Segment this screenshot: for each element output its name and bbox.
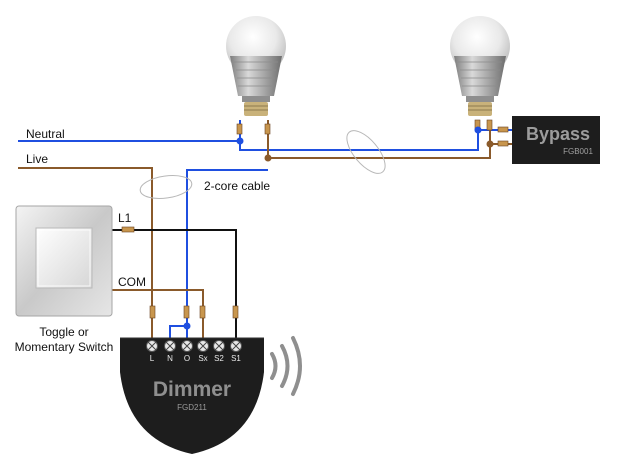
- bypass-model: FGB001: [563, 147, 593, 156]
- terminal-label-n: N: [167, 354, 173, 363]
- dimmer-module: [120, 337, 264, 454]
- switch-label-line2: Momentary Switch: [15, 340, 114, 354]
- switch-label-line1: Toggle or: [39, 325, 88, 339]
- cable-label: 2-core cable: [204, 179, 270, 193]
- terminal-label-o: O: [184, 354, 190, 363]
- l1-label: L1: [118, 211, 132, 225]
- light-bulb-2: [450, 16, 510, 116]
- light-bulb-1: [226, 16, 286, 116]
- com-wire: [112, 289, 204, 340]
- dimmer-output-wire: [186, 169, 268, 340]
- cable-bundle-marker: [139, 175, 193, 199]
- wall-switch: [15, 205, 113, 317]
- live-wire: [18, 167, 153, 340]
- bypass-name: Bypass: [526, 124, 590, 144]
- wireless-signal-icon: [270, 336, 302, 396]
- l1-wire: [112, 229, 237, 340]
- terminal-label-s1: S1: [231, 354, 241, 363]
- lamp-live-bus: [267, 120, 512, 159]
- dimmer-name: Dimmer: [153, 378, 231, 401]
- dimmer-terminals: [146, 340, 242, 352]
- terminal-label-l: L: [150, 354, 155, 363]
- dimmer-model: FGD211: [177, 403, 207, 412]
- terminal-label-s2: S2: [214, 354, 224, 363]
- bypass-module: [512, 116, 600, 164]
- neutral-jumper: [169, 325, 187, 342]
- cable-bundle-marker: [346, 130, 386, 174]
- com-label: COM: [118, 275, 146, 289]
- terminal-label-sx: Sx: [198, 354, 207, 363]
- live-label: Live: [26, 152, 48, 166]
- neutral-label: Neutral: [26, 127, 65, 141]
- neutral-wire: [18, 129, 512, 151]
